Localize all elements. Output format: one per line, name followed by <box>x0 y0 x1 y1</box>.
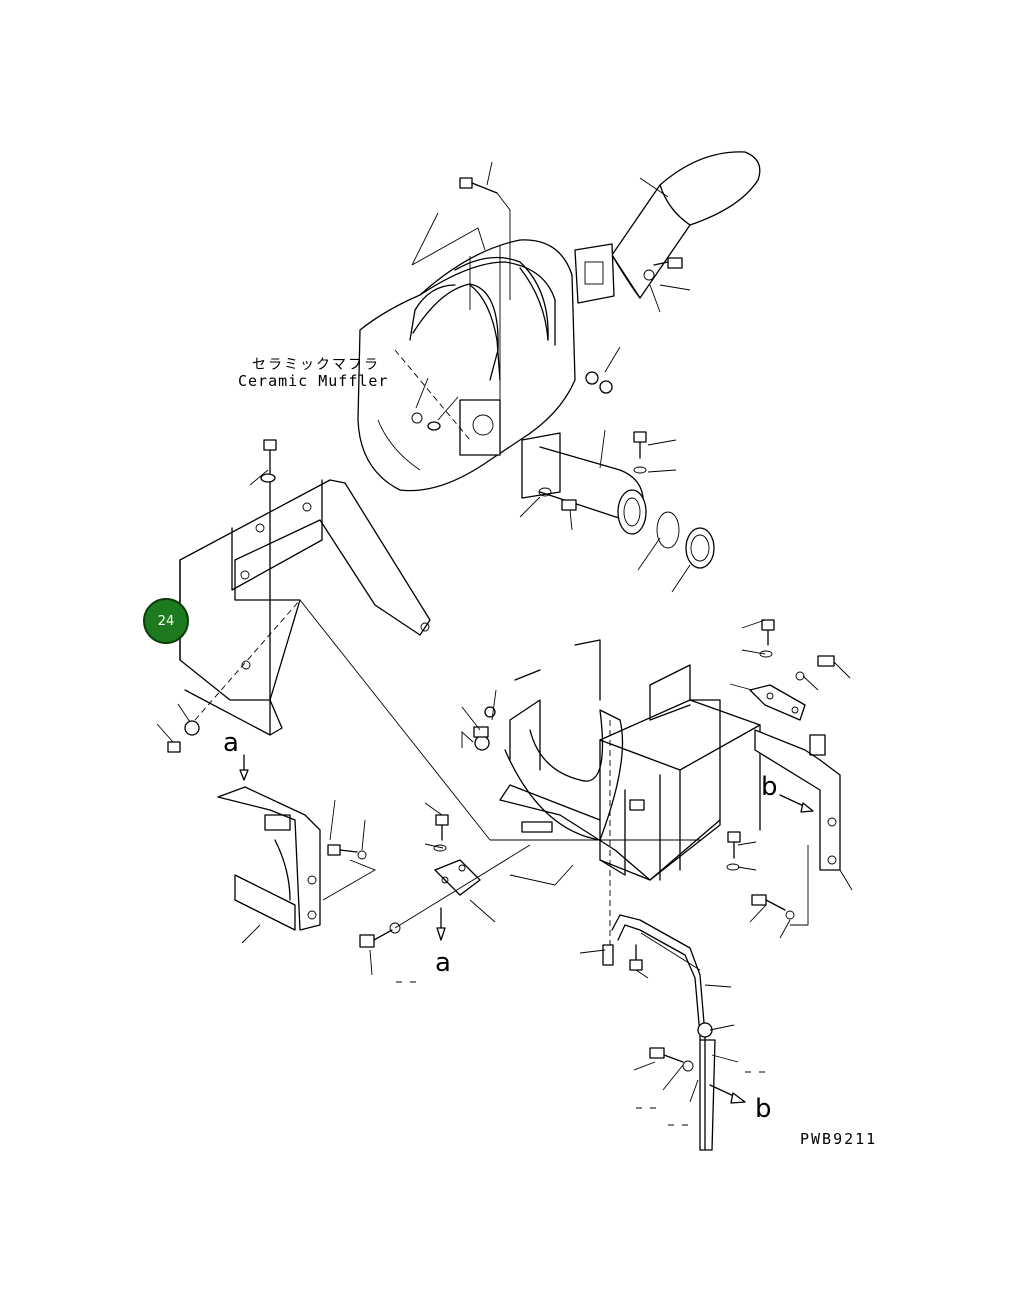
bottom-bolt-a <box>359 844 531 948</box>
right-bracket <box>726 619 841 926</box>
ref-label-a-top: a <box>223 728 239 758</box>
tail-pipe-bolt <box>643 257 683 281</box>
ref-label-b-bottom: b <box>755 1094 772 1124</box>
left-bracket <box>179 469 491 841</box>
central-frame <box>490 639 761 966</box>
frame-bolts <box>433 706 496 896</box>
ref-label-b-right: b <box>761 772 778 802</box>
bracket-bolt-bottom-left <box>167 720 200 753</box>
lower-left-support <box>217 786 377 931</box>
ceramic-muffler <box>357 239 576 492</box>
exhaust-pipe <box>521 432 715 569</box>
ref-arrows <box>239 754 814 1104</box>
bracket-bolt-left <box>260 439 277 483</box>
part-callout-badge[interactable]: 24 <box>143 598 189 644</box>
ref-label-a-bottom: a <box>435 948 451 978</box>
muffler-bolt-top <box>459 177 511 300</box>
part-callout-number: 24 <box>157 613 175 629</box>
leader-lines <box>156 161 853 1103</box>
muffler-label-jp: セラミックマフラ <box>252 357 380 373</box>
drain-tube <box>611 914 716 1151</box>
drawing-code: PWB9211 <box>800 1130 878 1148</box>
tail-pipe <box>574 151 761 304</box>
muffler-label-en: Ceramic Muffler <box>238 372 389 390</box>
exhaust-bolts <box>633 431 647 474</box>
muffler-nuts <box>585 371 613 394</box>
dash-marks <box>396 981 765 1126</box>
